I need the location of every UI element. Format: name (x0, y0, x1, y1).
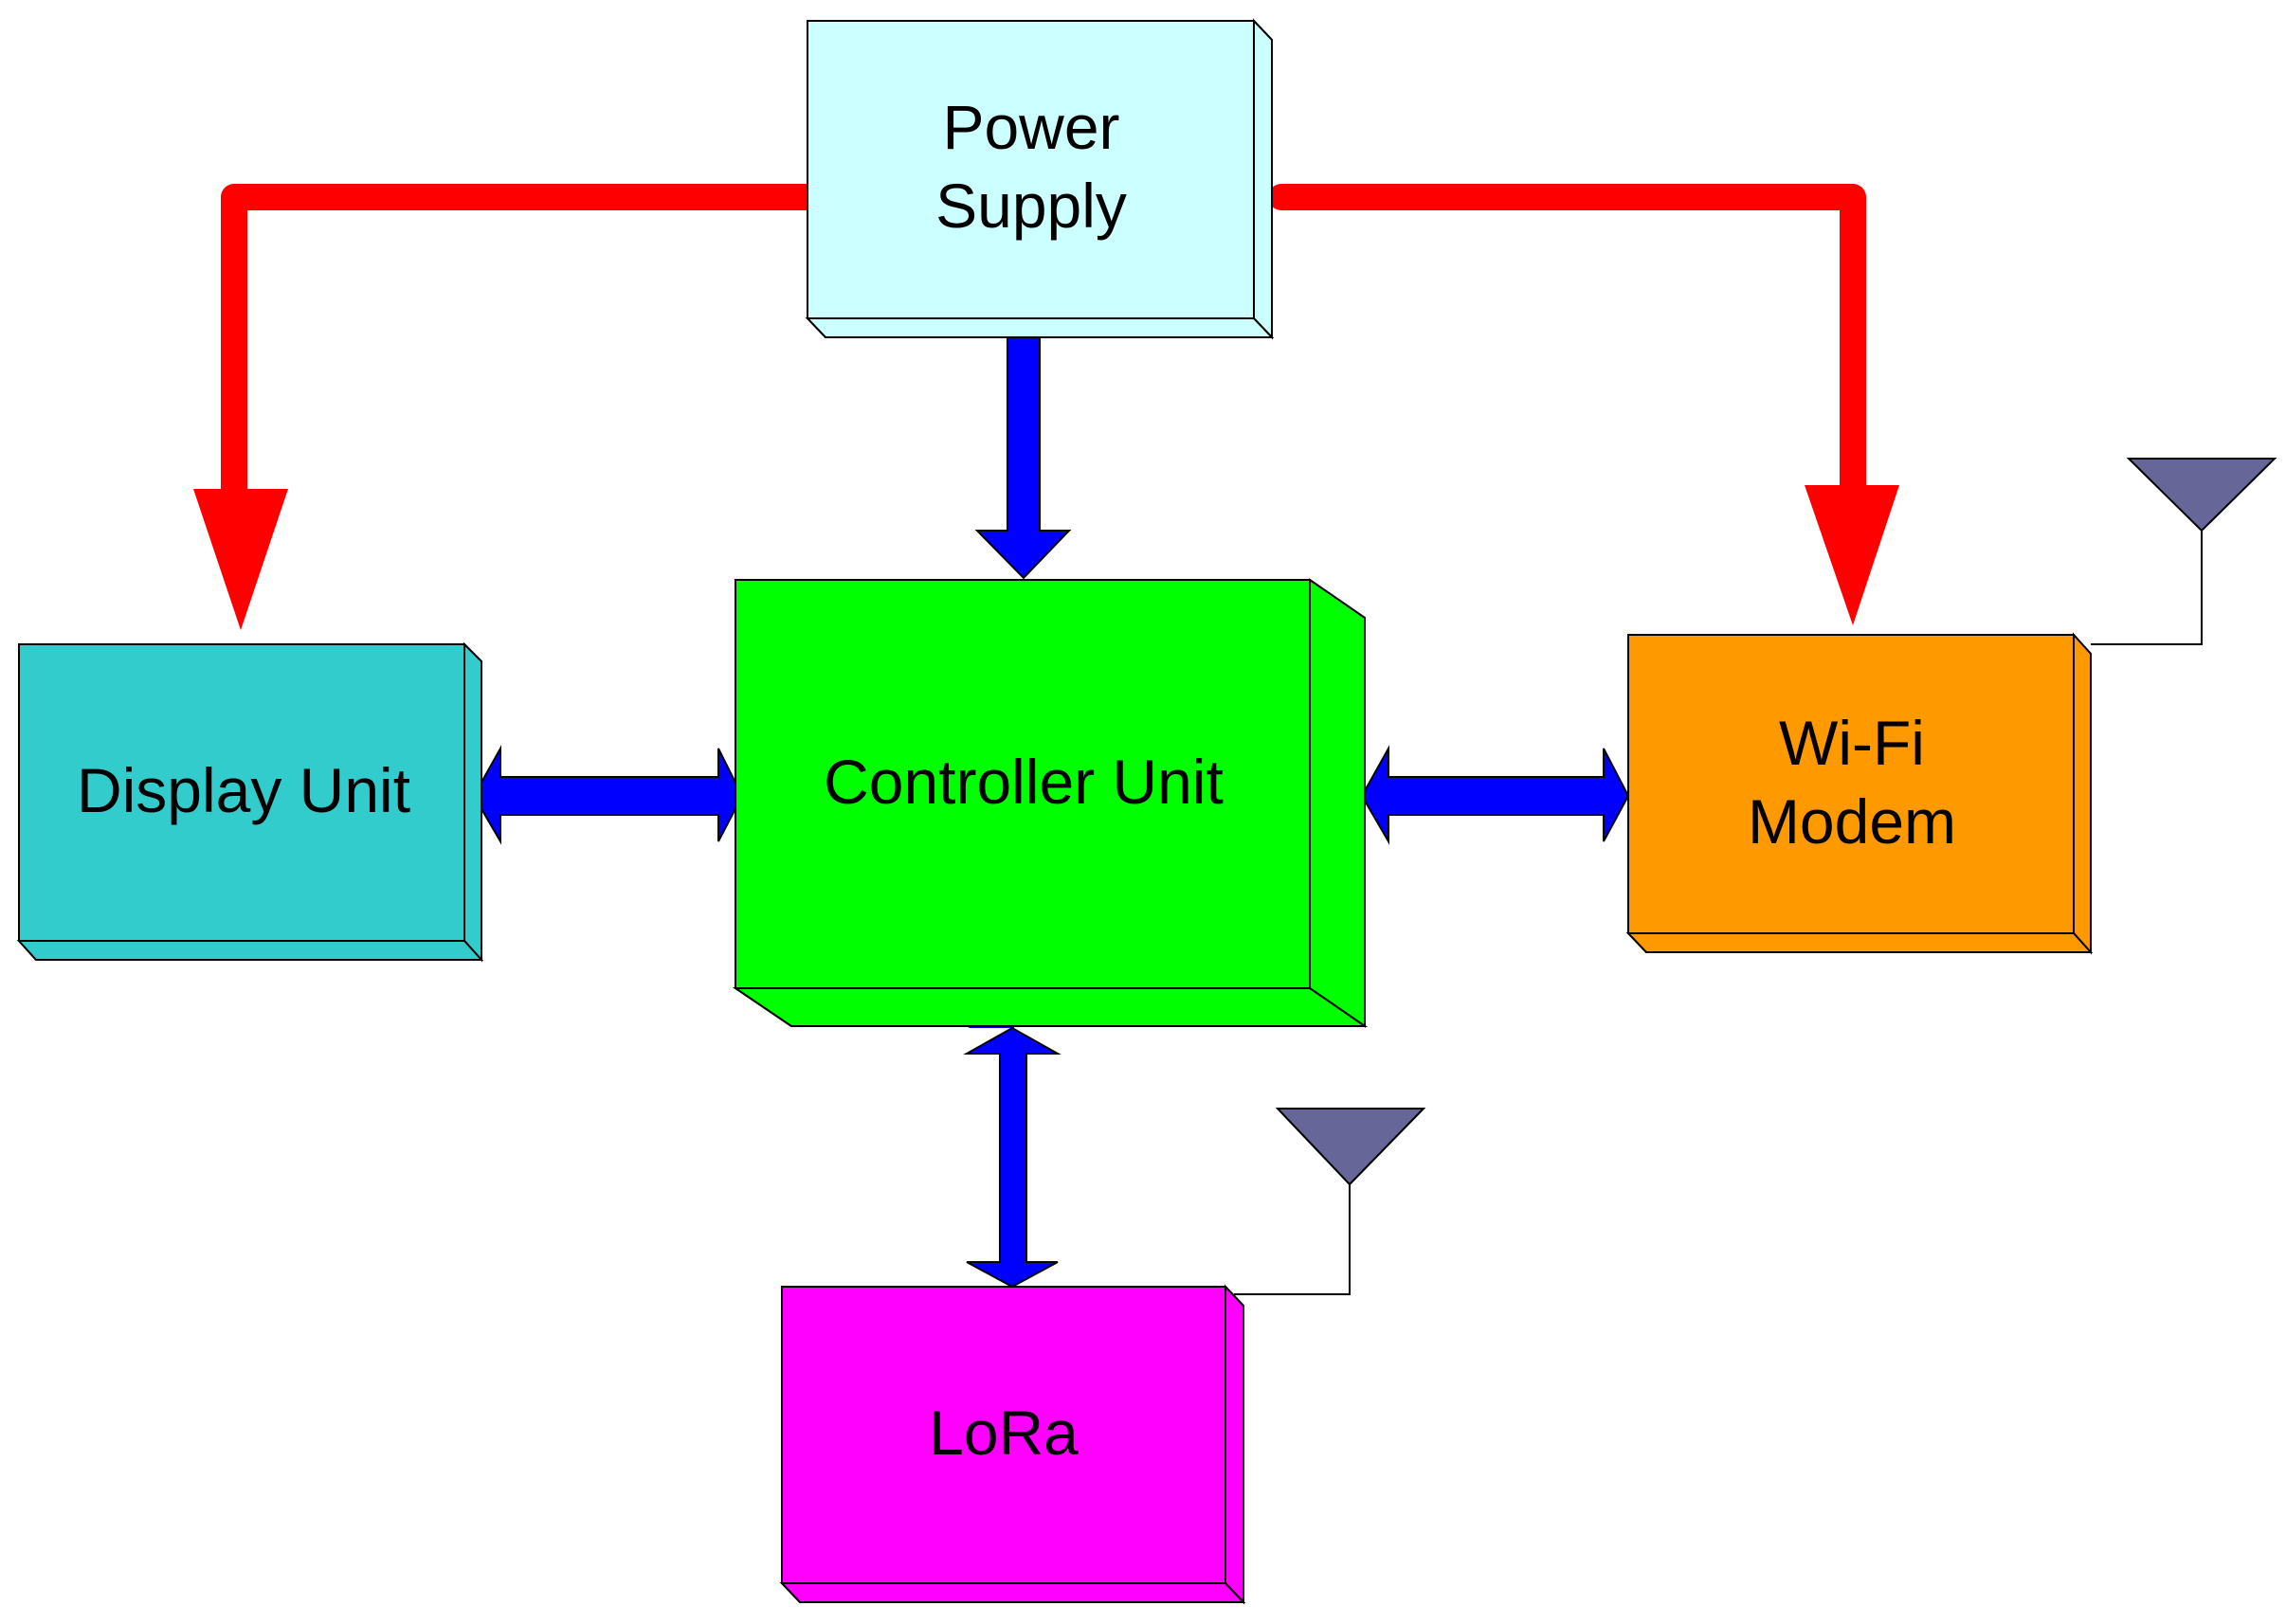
arrow-controller-lora-shape (963, 1026, 1061, 1289)
display-unit-label: Display Unit (77, 755, 410, 825)
arrow-controller-wifi (1360, 745, 1630, 845)
wifi-modem-block: Wi-Fi Modem (1625, 632, 2094, 955)
power-line-to-display (193, 184, 821, 630)
power-supply-label-1: Power (942, 92, 1119, 162)
display-unit-block: Display Unit (16, 641, 484, 963)
antenna-icon (2091, 458, 2277, 645)
power-line-to-wifi (1268, 184, 1899, 625)
controller-unit-block: Controller Unit (732, 578, 1369, 1028)
power-supply-block: Power Supply (805, 18, 1275, 340)
wifi-modem-label-1: Wi-Fi (1779, 708, 1925, 778)
arrow-display-controller (472, 745, 744, 845)
lora-block: LoRa (779, 1284, 1246, 1605)
arrow-power-to-controller (974, 336, 1072, 580)
power-supply-label-2: Supply (935, 171, 1127, 241)
controller-unit-label: Controller Unit (824, 747, 1224, 817)
wifi-modem-label-2: Modem (1748, 786, 1956, 857)
antenna-icon (1234, 1108, 1426, 1295)
lora-label: LoRa (929, 1398, 1079, 1468)
